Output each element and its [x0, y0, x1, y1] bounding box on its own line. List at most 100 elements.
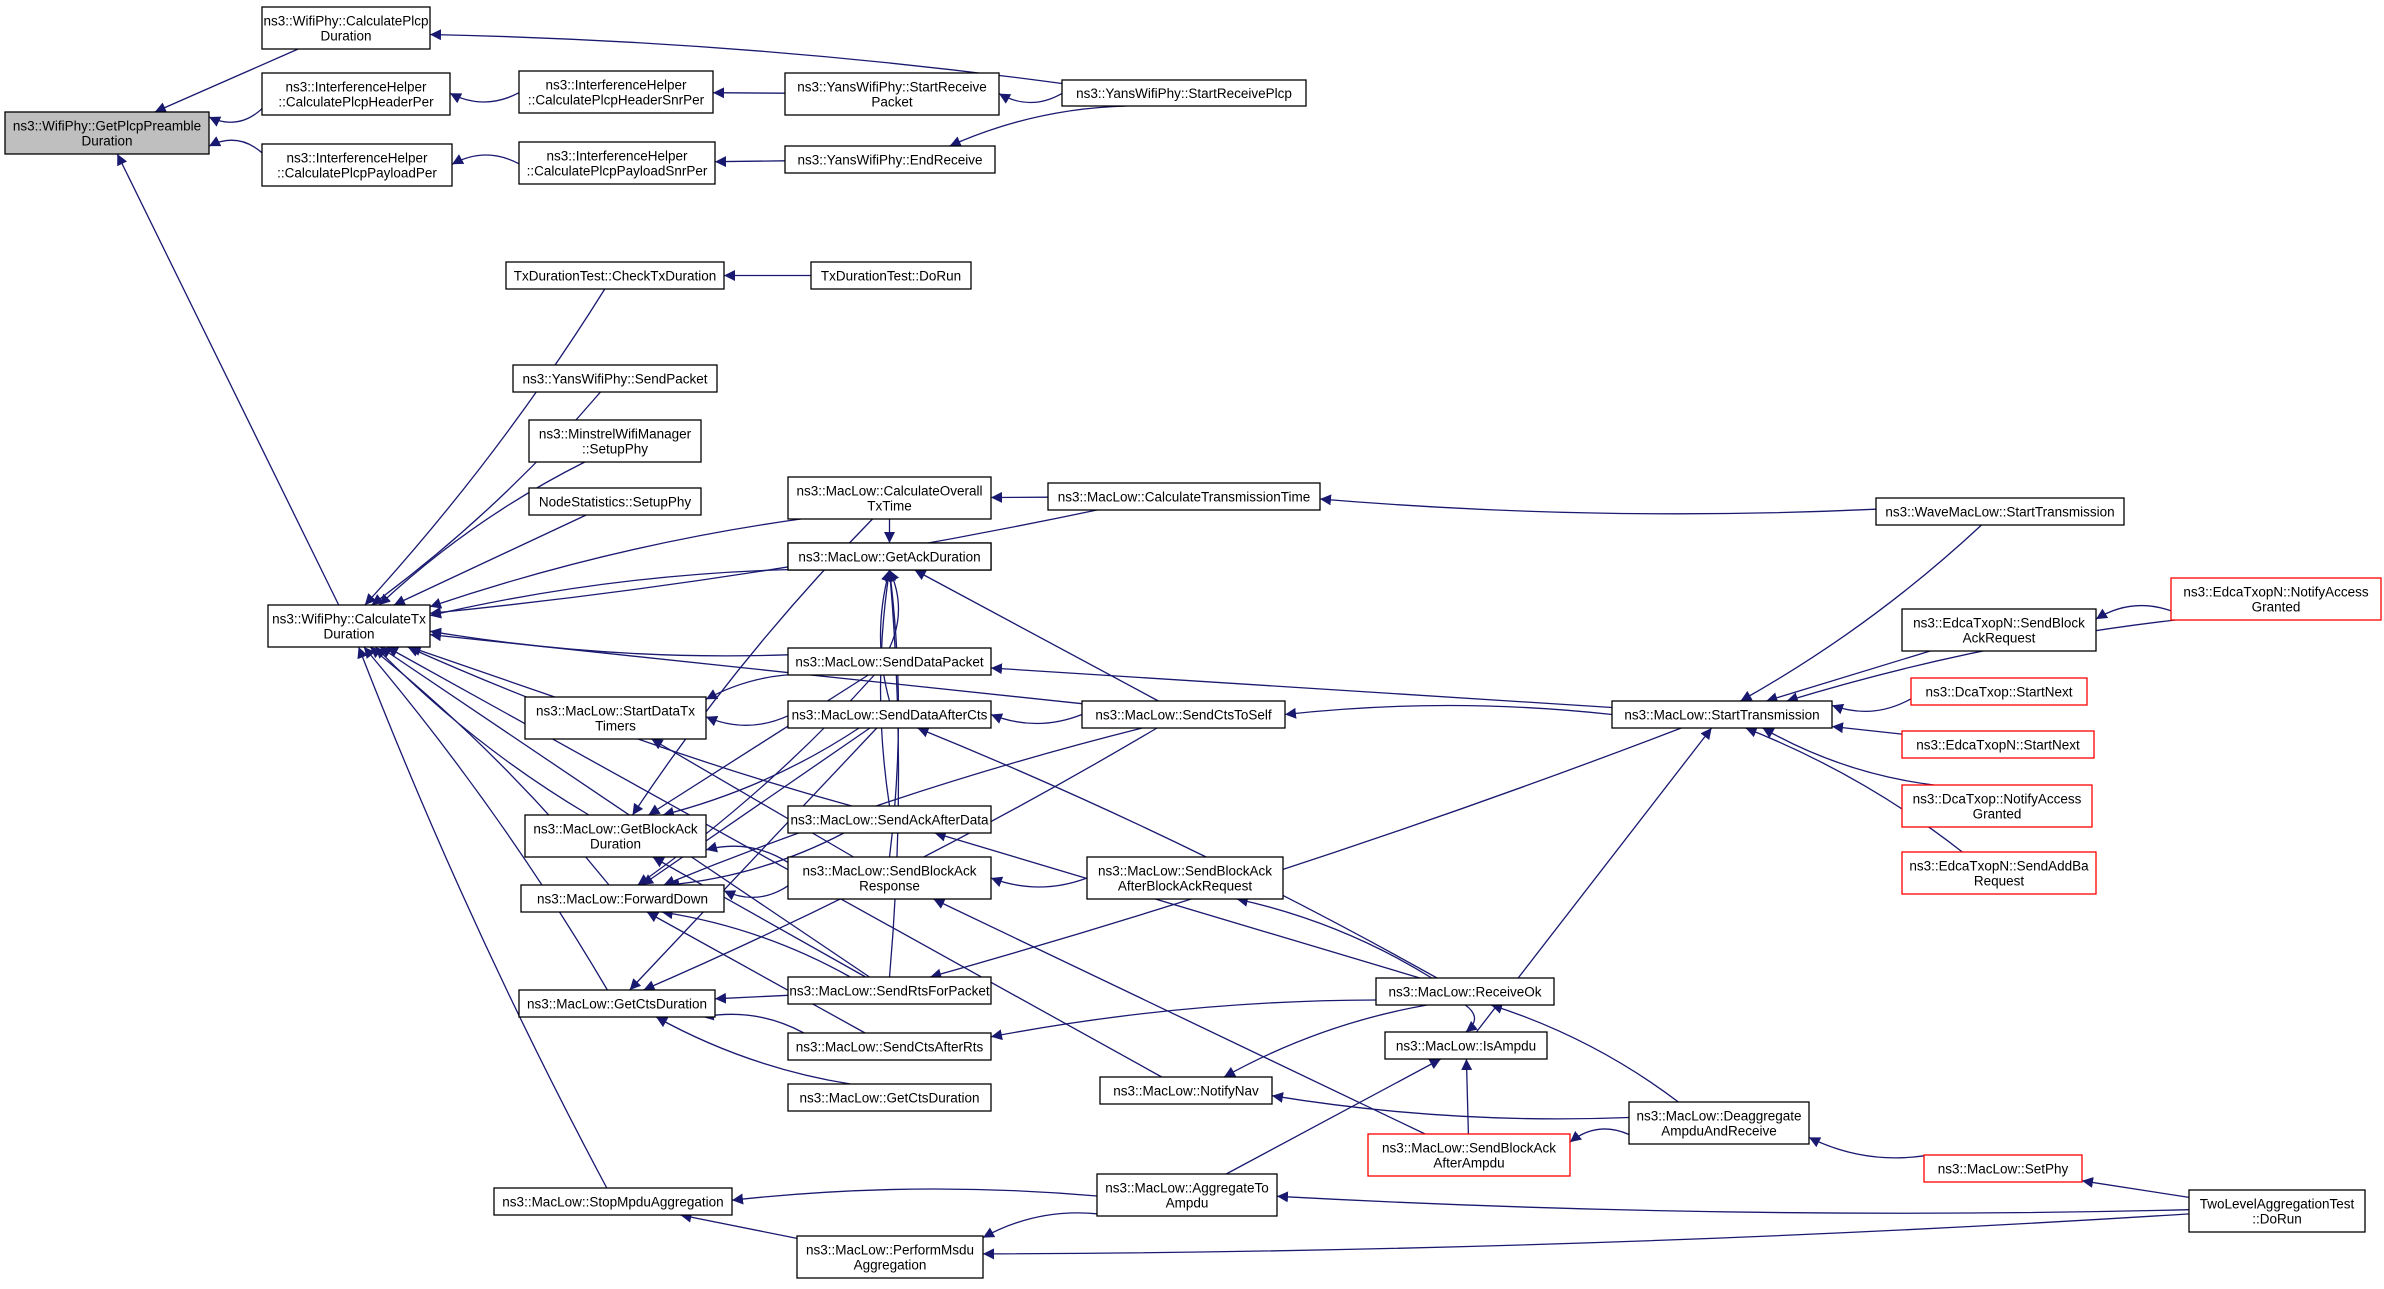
graph-node-n3[interactable]: ns3::InterferenceHelper::CalculatePlcpPa… — [261, 143, 453, 187]
node-box[interactable] — [787, 542, 992, 571]
graph-node-n46[interactable]: ns3::MacLow::StopMpduAggregation — [493, 1187, 733, 1216]
graph-node-n28[interactable]: ns3::EdcaTxopN::StartNext — [1901, 730, 2095, 759]
node-box[interactable] — [1611, 700, 1833, 729]
node-box[interactable] — [1384, 1031, 1548, 1060]
node-box[interactable] — [261, 6, 431, 50]
node-box[interactable] — [787, 1032, 992, 1061]
node-box[interactable] — [1081, 700, 1286, 729]
graph-node-n6[interactable]: ns3::InterferenceHelper::CalculatePlcpHe… — [518, 70, 714, 114]
node-box[interactable] — [518, 70, 714, 114]
graph-node-n34[interactable]: ns3::MacLow::SendBlockAckAfterBlockAckRe… — [1086, 856, 1284, 900]
node-label: ns3::MacLow::IsAmpdu — [1396, 1039, 1536, 1054]
node-box[interactable] — [796, 1235, 984, 1279]
graph-node-n10[interactable]: TxDurationTest::CheckTxDuration — [505, 261, 725, 290]
graph-node-n14[interactable]: NodeStatistics::SetupPhy — [528, 487, 702, 516]
node-box[interactable] — [784, 72, 1000, 116]
node-box[interactable] — [787, 1083, 992, 1112]
node-box[interactable] — [1061, 79, 1307, 107]
node-box[interactable] — [1901, 608, 2097, 652]
node-box[interactable] — [787, 976, 992, 1005]
graph-node-n42[interactable]: ns3::MacLow::NotifyNav — [1099, 1076, 1273, 1105]
graph-node-n2[interactable]: ns3::InterferenceHelper::CalculatePlcpHe… — [261, 72, 451, 116]
node-box[interactable] — [518, 141, 716, 185]
node-box[interactable] — [2170, 577, 2382, 621]
graph-node-n19[interactable]: ns3::MacLow::GetAckDuration — [787, 542, 992, 571]
node-box[interactable] — [787, 805, 992, 834]
node-box[interactable] — [1628, 1101, 1810, 1145]
graph-node-n35[interactable]: ns3::MacLow::ForwardDown — [520, 884, 725, 913]
node-box[interactable] — [1096, 1173, 1278, 1217]
graph-node-n41[interactable]: ns3::MacLow::GetCtsDuration — [787, 1083, 992, 1112]
node-box[interactable] — [528, 487, 702, 516]
node-box[interactable] — [787, 700, 992, 729]
graph-node-n40[interactable]: ns3::MacLow::IsAmpdu — [1384, 1031, 1548, 1060]
node-box[interactable] — [787, 856, 992, 900]
graph-node-n11[interactable]: TxDurationTest::DoRun — [810, 261, 972, 290]
node-box[interactable] — [512, 364, 718, 393]
graph-node-n23[interactable]: ns3::MacLow::SendCtsToSelf — [1081, 700, 1286, 729]
node-box[interactable] — [1875, 497, 2125, 526]
graph-node-n22[interactable]: ns3::MacLow::SendDataAfterCts — [787, 700, 992, 729]
graph-node-n16[interactable]: ns3::MacLow::CalculateTransmissionTime — [1047, 482, 1321, 511]
graph-node-n37[interactable]: ns3::MacLow::ReceiveOk — [1375, 977, 1555, 1006]
node-box[interactable] — [1099, 1076, 1273, 1105]
node-box[interactable] — [1367, 1133, 1571, 1177]
graph-node-n31[interactable]: ns3::MacLow::SendAckAfterData — [787, 805, 992, 834]
node-box[interactable] — [1375, 977, 1555, 1006]
node-box[interactable] — [528, 419, 702, 463]
node-box[interactable] — [1086, 856, 1284, 900]
graph-node-n48[interactable]: TwoLevelAggregationTest::DoRun — [2188, 1189, 2366, 1233]
node-box[interactable] — [810, 261, 972, 290]
node-box[interactable] — [1901, 730, 2095, 759]
node-box[interactable] — [1901, 784, 2093, 828]
node-label: ns3::EdcaTxopN::NotifyAccess — [2183, 585, 2369, 600]
graph-node-n8[interactable]: ns3::InterferenceHelper::CalculatePlcpPa… — [518, 141, 716, 185]
graph-node-n38[interactable]: ns3::MacLow::GetCtsDuration — [518, 989, 716, 1018]
node-box[interactable] — [1047, 482, 1321, 511]
node-box[interactable] — [518, 989, 716, 1018]
node-box[interactable] — [4, 111, 210, 155]
graph-node-n5[interactable]: ns3::YansWifiPhy::StartReceivePlcp — [1061, 79, 1307, 107]
graph-node-n24[interactable]: ns3::MacLow::StartTransmission — [1611, 700, 1833, 729]
graph-node-n27[interactable]: ns3::DcaTxop::StartNext — [1910, 677, 2088, 706]
node-box[interactable] — [784, 145, 996, 174]
node-box[interactable] — [261, 143, 453, 187]
node-box[interactable] — [505, 261, 725, 290]
node-box[interactable] — [524, 696, 707, 740]
node-box[interactable] — [1901, 851, 2097, 895]
graph-node-n20[interactable]: ns3::MacLow::SendDataPacket — [787, 647, 992, 676]
graph-node-n36[interactable]: ns3::MacLow::SendRtsForPacket — [787, 976, 992, 1005]
node-box[interactable] — [524, 814, 707, 858]
node-box[interactable] — [493, 1187, 733, 1216]
node-box[interactable] — [520, 884, 725, 913]
graph-node-n17[interactable]: ns3::WaveMacLow::StartTransmission — [1875, 497, 2125, 526]
graph-node-n13[interactable]: ns3::MinstrelWifiManager::SetupPhy — [528, 419, 702, 463]
graph-node-n45[interactable]: ns3::MacLow::SetPhy — [1923, 1154, 2083, 1183]
node-box[interactable] — [2188, 1189, 2366, 1233]
node-box[interactable] — [1910, 677, 2088, 706]
node-box[interactable] — [267, 604, 431, 648]
graph-node-n9[interactable]: ns3::YansWifiPhy::EndReceive — [784, 145, 996, 174]
graph-node-n39[interactable]: ns3::MacLow::SendCtsAfterRts — [787, 1032, 992, 1061]
node-box[interactable] — [1923, 1154, 2083, 1183]
node-box[interactable] — [787, 476, 992, 520]
node-box[interactable] — [261, 72, 451, 116]
node-box[interactable] — [787, 647, 992, 676]
graph-node-n12[interactable]: ns3::YansWifiPhy::SendPacket — [512, 364, 718, 393]
